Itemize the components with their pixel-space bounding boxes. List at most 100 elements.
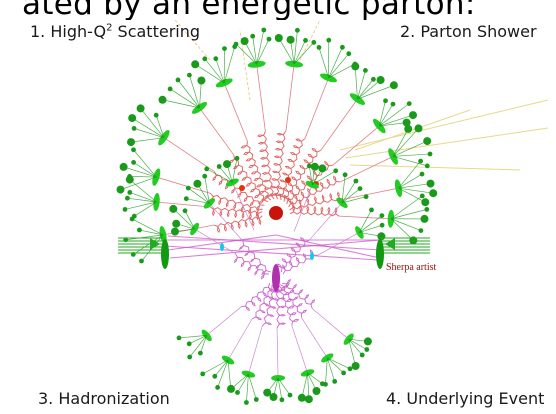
hadron	[354, 179, 359, 184]
hadron	[137, 228, 142, 233]
cyan-hadron	[220, 243, 224, 251]
beam-arrow-right	[385, 238, 395, 250]
hadron	[428, 152, 433, 157]
hadron	[212, 374, 217, 379]
hadron	[215, 385, 220, 390]
label-hadronization: 3. Hadronization	[38, 389, 170, 408]
hadron-track	[319, 47, 329, 77]
hadron	[380, 223, 385, 228]
hadron	[125, 196, 130, 201]
hadron-track	[203, 360, 228, 374]
hadron-track	[399, 174, 422, 188]
hadron-track	[215, 360, 228, 376]
hadron	[317, 45, 322, 50]
hadron-track	[224, 47, 235, 83]
hadron	[404, 125, 412, 133]
hadron	[313, 387, 321, 395]
hadron	[418, 159, 423, 164]
shower-line	[199, 108, 233, 155]
hadron	[250, 34, 255, 39]
hadron-track	[357, 70, 365, 99]
hadron	[217, 164, 222, 169]
hadron	[280, 397, 285, 402]
hadron	[154, 113, 159, 118]
hadron	[275, 34, 283, 42]
hadron-track	[141, 108, 164, 137]
underlying-event-blob	[272, 264, 280, 292]
hadron	[415, 124, 423, 132]
hadron-track	[246, 374, 248, 402]
cyan-hadron	[310, 252, 314, 260]
shower-line	[321, 99, 358, 150]
hadron	[263, 389, 271, 397]
underlying-line	[228, 319, 252, 360]
hadron	[352, 362, 360, 370]
hadron	[420, 194, 425, 199]
hadron	[287, 36, 295, 44]
hadron	[332, 379, 337, 384]
title-fragment: ated by an energetic parton:	[22, 0, 476, 20]
shower-line	[224, 83, 247, 142]
hadron-track	[329, 47, 343, 78]
label-underlying-event: 4. Underlying Event	[386, 389, 544, 408]
hadron	[318, 164, 326, 172]
hadron	[127, 138, 135, 146]
hadron	[427, 180, 435, 188]
shower-line	[157, 202, 211, 207]
hadron	[423, 137, 431, 145]
hadron	[177, 336, 182, 341]
hadron	[348, 366, 353, 371]
gluon-line	[258, 131, 274, 199]
underlying-gluon	[235, 254, 270, 279]
hadron-track	[132, 219, 163, 235]
hadron	[420, 172, 425, 177]
hadronization-cluster	[200, 328, 214, 343]
hadron-track	[248, 374, 256, 399]
hadron	[172, 220, 180, 228]
hadron-track	[134, 162, 157, 177]
hadron	[303, 38, 308, 43]
gluon-line	[241, 142, 270, 201]
hadron-track	[125, 202, 157, 209]
hadron-track	[294, 42, 314, 64]
hadron	[419, 228, 424, 233]
hadron	[429, 189, 437, 197]
hadron	[120, 163, 128, 171]
hadron	[176, 78, 181, 83]
hadron-track	[156, 115, 164, 138]
hadron	[390, 81, 398, 89]
hadron-track	[329, 54, 349, 78]
hadron	[241, 37, 249, 45]
photon-ray	[350, 165, 520, 170]
hadron	[424, 207, 429, 212]
hadron	[383, 98, 388, 103]
hadron	[200, 372, 205, 377]
hadron-track	[216, 59, 224, 83]
shower-line	[305, 78, 329, 139]
hadron	[254, 397, 259, 402]
hadron	[244, 400, 249, 405]
hadronization-cluster	[190, 100, 208, 116]
hadron	[261, 28, 266, 33]
hard-scattering-blob	[269, 206, 283, 220]
hadron	[364, 347, 369, 352]
underlying-line	[302, 318, 328, 358]
hadron	[377, 232, 385, 240]
hadron	[184, 196, 189, 201]
hadron	[380, 213, 385, 218]
label-stage1-suffix: Scattering	[112, 22, 200, 41]
hadron	[123, 207, 128, 212]
hadron	[131, 147, 136, 152]
hadron	[391, 102, 396, 107]
hadron	[235, 156, 240, 161]
shower-line	[286, 64, 294, 131]
hadron	[364, 194, 369, 199]
hadron	[234, 42, 239, 47]
hadron	[187, 355, 192, 360]
hadron-track	[391, 219, 413, 241]
sherpa-artist-credit: Sherpa artist	[386, 262, 436, 273]
hadron	[222, 46, 227, 51]
hadron-track	[134, 202, 156, 216]
hadronization-cluster	[335, 196, 349, 210]
